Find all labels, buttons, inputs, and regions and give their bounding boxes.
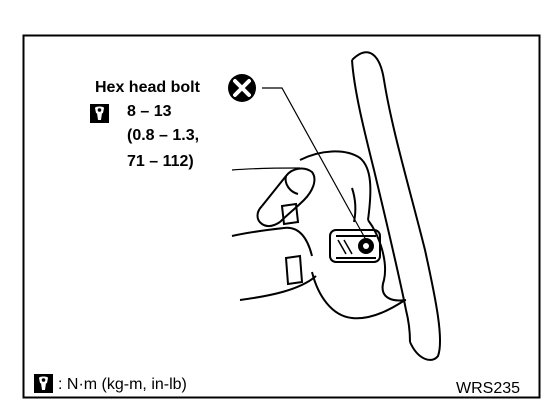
torque-value-inlb: 71 – 112) bbox=[127, 153, 194, 170]
steering-wheel-rim bbox=[351, 51, 442, 361]
torque-leader-line bbox=[231, 167, 301, 171]
do-not-reuse-x-icon bbox=[228, 74, 256, 102]
diagram-frame bbox=[22, 34, 541, 399]
part-label: Hex head bolt bbox=[95, 79, 200, 96]
hex-head-bolt bbox=[329, 229, 381, 263]
legend-units: : N·m (kg-m, in-lb) bbox=[58, 376, 187, 393]
torque-wrench-icon bbox=[90, 104, 109, 123]
legend-torque-icon bbox=[34, 374, 53, 393]
figure-id: WRS235 bbox=[456, 380, 521, 397]
torque-value-kgm: (0.8 – 1.3, bbox=[127, 127, 200, 144]
torque-value-nm: 8 – 13 bbox=[127, 103, 172, 120]
steering-column-cover bbox=[231, 150, 407, 320]
leader-line bbox=[262, 87, 367, 241]
